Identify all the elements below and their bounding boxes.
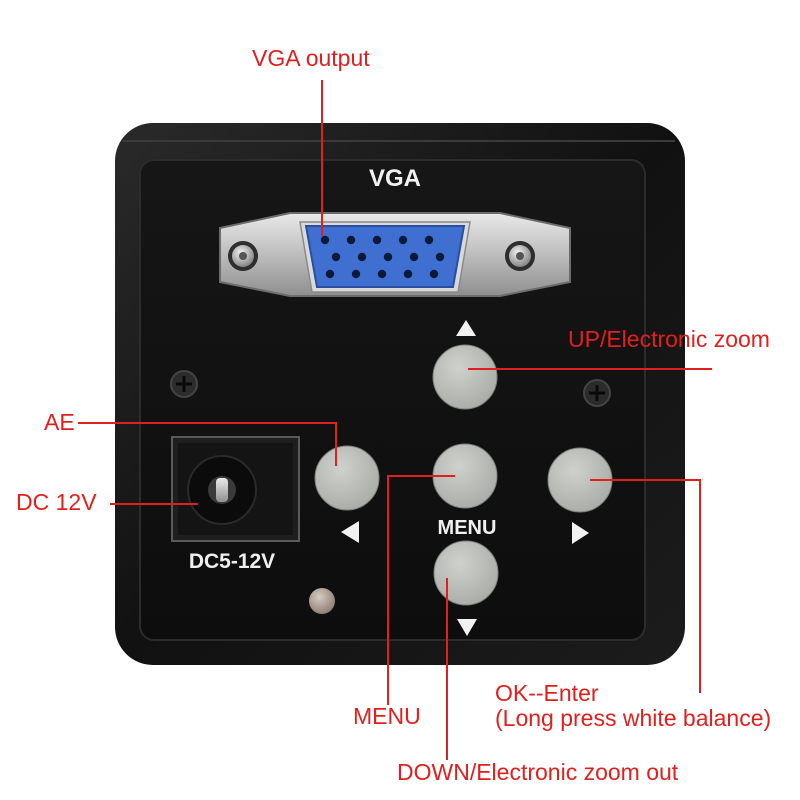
screw-icon [228,241,258,271]
status-led [309,588,335,614]
ok-enter-callout: OK--Enter (Long press white balance) [495,681,771,731]
ok-enter-line-2: (Long press white balance) [495,705,772,731]
down-zoom-callout: DOWN/Electronic zoom out [397,759,679,785]
ae-left-button[interactable] [314,445,380,511]
vga-pin [403,269,413,279]
triangle-down-icon [457,619,477,636]
vga-pin [320,235,330,245]
menu-line [387,475,455,705]
screw-icon [583,379,611,407]
ok-enter-line-1: OK--Enter [495,680,599,706]
vga-panel-label: VGA [369,165,421,192]
vga-pin [325,269,335,279]
menu-panel-label: MENU [438,517,497,539]
menu-callout: MENU [353,703,421,729]
vga-pin [346,235,356,245]
vga-output-callout: VGA output [252,45,370,71]
vga-pin [383,252,393,262]
vga-pins [320,235,445,279]
triangle-left-icon [341,521,359,543]
vga-pin [357,252,367,262]
ae-callout: AE [44,409,75,435]
power-rating-label: DC5-12V [189,550,275,573]
ok-line [590,479,701,693]
vga-pin [351,269,361,279]
dc-power-jack [171,436,300,542]
screw-icon [170,370,198,398]
vga-pin [435,252,445,262]
vga-pin [331,252,341,262]
up-zoom-callout: UP/Electronic zoom [568,326,770,352]
vga-pin [429,269,439,279]
vga-pin [377,269,387,279]
triangle-right-icon [572,522,589,544]
up-button[interactable] [432,344,498,410]
triangle-up-icon [456,320,476,336]
vga-pin [409,252,419,262]
vga-pin [424,235,434,245]
vga-pin [372,235,382,245]
screw-icon [505,241,535,271]
callout-lines [78,80,712,760]
ae-line [78,422,337,466]
vga-port [219,212,571,297]
down-button[interactable] [433,540,499,606]
dc-12v-callout: DC 12V [16,489,97,515]
vga-pin [398,235,408,245]
